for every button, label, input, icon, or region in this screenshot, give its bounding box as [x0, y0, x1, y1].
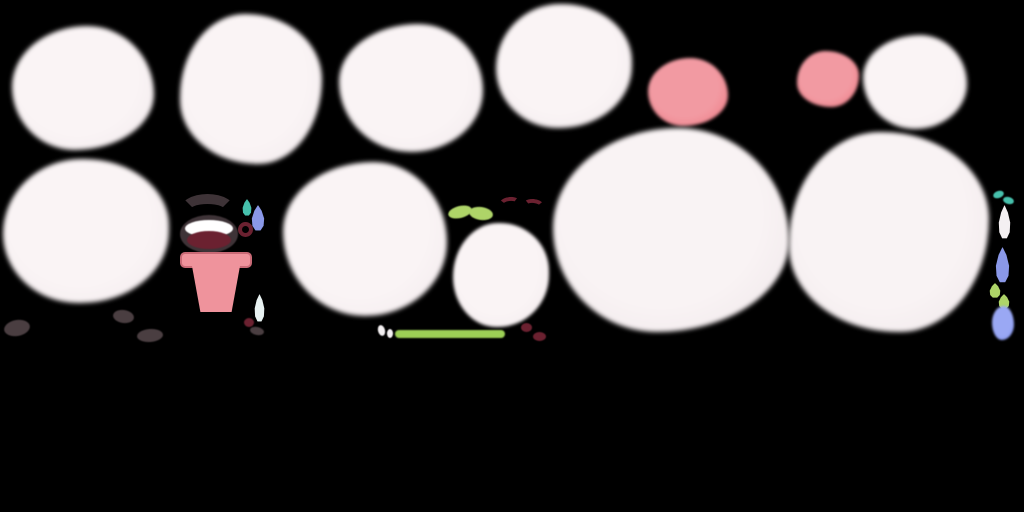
lash-stroke-1	[498, 195, 521, 212]
white-speck-1	[376, 324, 387, 337]
grass-strip	[395, 330, 505, 338]
maroon-ring	[238, 222, 253, 237]
pink-blossom-blob-2	[797, 51, 859, 107]
white-droplet	[998, 205, 1011, 239]
dark-pebble-3	[136, 328, 164, 343]
watercolor-cloud-1	[12, 26, 154, 150]
brow-arc-stroke	[179, 194, 236, 228]
watercolor-cloud-8	[453, 223, 549, 327]
maroon-dot-1	[244, 318, 254, 327]
teal-droplet	[242, 199, 252, 216]
watercolor-cloud-2	[180, 14, 322, 164]
green-droplet-1	[989, 283, 1001, 298]
teal-dash-2	[1002, 195, 1015, 206]
watercolor-cloud-6	[3, 159, 169, 303]
watercolor-cloud-4	[496, 4, 632, 128]
green-droplet-2	[998, 294, 1010, 309]
pink-blossom-blob-1	[648, 58, 728, 126]
dark-dash	[249, 325, 265, 337]
watercolor-cloud-7	[283, 162, 447, 316]
maroon-dot-3	[533, 332, 546, 341]
leaf-daub-2	[468, 205, 494, 222]
white-speck-2	[387, 329, 393, 338]
blue-droplet-2	[995, 247, 1010, 283]
flower-pot-body	[192, 266, 240, 312]
dark-pebble-1	[2, 317, 32, 339]
flower-pot-rim	[180, 252, 252, 268]
dark-pebble-2	[112, 308, 135, 325]
maroon-dot-2	[521, 323, 532, 332]
watercolor-cloud-5	[863, 35, 967, 129]
mist-droplet	[254, 294, 265, 322]
blue-droplet-1	[251, 205, 265, 231]
lash-stroke-2	[522, 197, 545, 214]
watercolor-cloud-3	[339, 24, 483, 152]
watercolor-cloud-9-large	[553, 128, 789, 332]
mouth-inside	[187, 231, 231, 249]
periwinkle-mini-blob	[992, 306, 1014, 340]
watercolor-cloud-10-large	[789, 132, 989, 332]
